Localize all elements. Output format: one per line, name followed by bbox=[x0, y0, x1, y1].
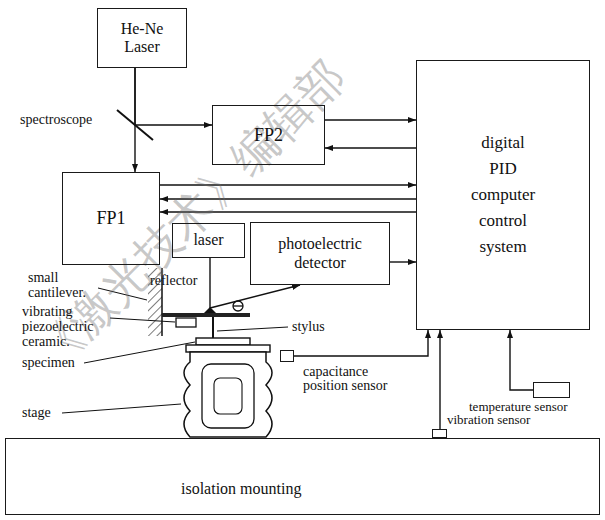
sensor-box: temperature sensor bbox=[533, 382, 570, 398]
control-system-box: digital PID computer control system bbox=[416, 60, 590, 330]
node-text: FP1 bbox=[96, 208, 125, 229]
part-label: stylus bbox=[292, 319, 325, 334]
symbol-bar bbox=[233, 305, 243, 306]
cantilever-beam bbox=[162, 313, 250, 317]
part-label: vibrating piezoelectric ceramic. bbox=[22, 304, 112, 349]
stage-flexure bbox=[202, 364, 254, 428]
label-wrap: small cantilever. bbox=[28, 270, 100, 300]
node-text: photoelectric detector bbox=[270, 235, 370, 272]
signal-connector bbox=[210, 258, 300, 308]
stage-body bbox=[184, 352, 272, 437]
part-label: stage bbox=[22, 405, 51, 420]
stage-top bbox=[186, 345, 270, 352]
signal-connector bbox=[390, 261, 416, 262]
sensor-box: capacitance position sensor bbox=[280, 350, 294, 362]
label-wrap: reflector bbox=[150, 273, 197, 288]
label-wrap: vibrating piezoelectric ceramic. bbox=[22, 304, 112, 349]
part-label: reflector bbox=[150, 273, 197, 288]
label-wrap: spectroscope bbox=[20, 112, 92, 127]
part-label: small cantilever. bbox=[28, 270, 100, 300]
stage-flexure-inner bbox=[214, 378, 242, 414]
part-label: spectroscope bbox=[20, 112, 92, 127]
signal-connector bbox=[439, 330, 440, 429]
specimen-slab bbox=[196, 338, 250, 345]
signal-connector bbox=[325, 119, 416, 120]
leader-line bbox=[62, 404, 181, 413]
signal-connector bbox=[134, 68, 135, 172]
node-text: laser bbox=[193, 231, 223, 249]
node-text: FP2 bbox=[254, 125, 283, 146]
node-text: vibration sensor bbox=[447, 413, 567, 427]
mounting-base: isolation mounting bbox=[5, 438, 600, 515]
label-wrap: specimen bbox=[22, 355, 75, 370]
signal-connector bbox=[135, 68, 212, 125]
node-text: He-Ne Laser bbox=[117, 20, 167, 57]
label-wrap: stage bbox=[22, 405, 51, 420]
leader-line bbox=[84, 342, 195, 363]
signal-connector bbox=[325, 147, 416, 148]
detector-box: photoelectric detector bbox=[250, 222, 390, 285]
symbol-circle bbox=[233, 301, 243, 311]
laser-source-box: He-Ne Laser bbox=[97, 8, 187, 68]
part-label: specimen bbox=[22, 355, 75, 370]
label-wrap: stylus bbox=[292, 319, 325, 334]
node-text: digital PID computer control system bbox=[467, 130, 539, 260]
node-text: capacitance position sensor bbox=[303, 365, 393, 393]
interferometer-box: FP1 bbox=[62, 172, 160, 265]
leader-line bbox=[217, 327, 288, 331]
node-text: isolation mounting bbox=[181, 480, 301, 498]
signal-connector bbox=[510, 330, 533, 390]
laser-box: laser bbox=[172, 223, 245, 258]
node-text: temperature sensor bbox=[469, 400, 601, 414]
interferometer-box: FP2 bbox=[212, 105, 325, 165]
stylus-needle bbox=[212, 317, 214, 338]
piezo-ceramic bbox=[176, 318, 196, 327]
sensor-box: vibration sensor bbox=[432, 429, 447, 438]
